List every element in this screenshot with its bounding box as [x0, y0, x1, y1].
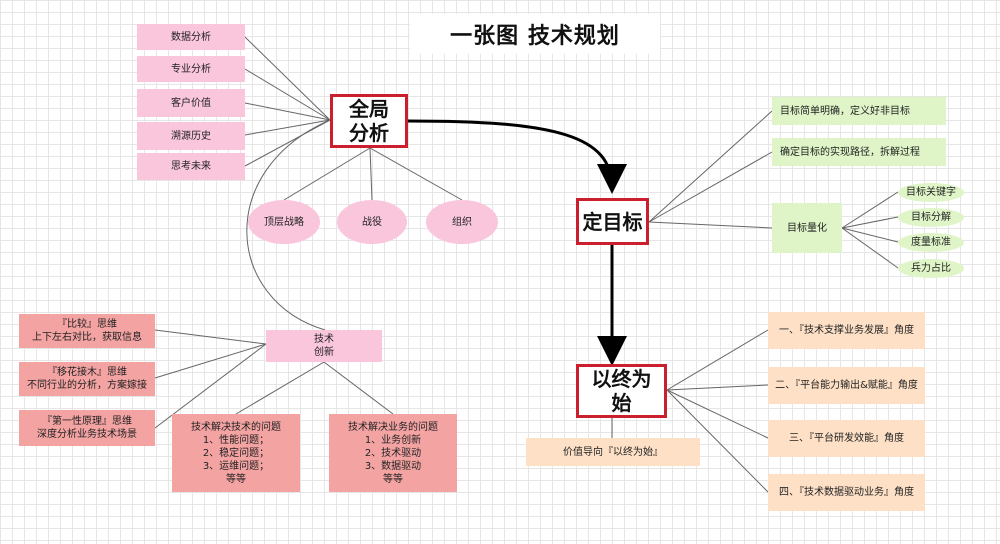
- branch-think-future[interactable]: 思考未来: [137, 153, 245, 180]
- value-oriented[interactable]: 价值导向『以终为始』: [526, 438, 700, 466]
- quantify-decompose[interactable]: 目标分解: [898, 208, 964, 227]
- oval-organization[interactable]: 组织: [426, 200, 498, 244]
- quantify-keywords[interactable]: 目标关键字: [898, 183, 964, 202]
- page-title: 一张图 技术规划: [410, 14, 660, 54]
- goal-quantify[interactable]: 目标量化: [772, 203, 842, 253]
- angle-data-driven[interactable]: 四、『技术数据驱动业务』角度: [768, 474, 925, 511]
- goal-simple-clear[interactable]: 目标简单明确，定义好非目标: [772, 97, 946, 125]
- angle-platform-empower[interactable]: 二、『平台能力输出&赋能』角度: [768, 367, 925, 404]
- thinking-comparison[interactable]: 『比较』思维 上下左右对比，获取信息: [19, 314, 155, 348]
- hub-end-in-mind[interactable]: 以终为 始: [576, 364, 667, 418]
- branch-professional-analysis[interactable]: 专业分析: [137, 56, 245, 82]
- oval-campaign[interactable]: 战役: [337, 200, 407, 244]
- quantify-metrics[interactable]: 度量标准: [898, 233, 964, 252]
- branch-trace-history[interactable]: 溯源历史: [137, 122, 245, 150]
- branch-data-analysis[interactable]: 数据分析: [137, 24, 245, 50]
- node-tech-innovation[interactable]: 技术 创新: [266, 330, 382, 362]
- solve-tech-problems[interactable]: 技术解决技术的问题 1、性能问题； 2、稳定问题； 3、运维问题； 等等: [172, 414, 300, 492]
- solve-business-problems[interactable]: 技术解决业务的问题 1、业务创新 2、技术驱动 3、数据驱动 等等: [329, 414, 457, 492]
- quantify-force-ratio[interactable]: 兵力占比: [898, 259, 964, 278]
- oval-top-strategy[interactable]: 顶层战略: [248, 200, 320, 244]
- thinking-graft[interactable]: 『移花接木』思维 不同行业的分析，方案嫁接: [19, 362, 155, 396]
- hub-global-analysis[interactable]: 全局 分析: [330, 94, 408, 148]
- thinking-first-principle[interactable]: 『第一性原理』思维 深度分析业务技术场景: [19, 410, 155, 446]
- branch-customer-value[interactable]: 客户价值: [137, 89, 245, 117]
- goal-path-breakdown[interactable]: 确定目标的实现路径，拆解过程: [772, 138, 946, 166]
- angle-rd-efficiency[interactable]: 三、『平台研发效能』角度: [768, 420, 925, 457]
- hub-set-goal[interactable]: 定目标: [576, 198, 649, 245]
- angle-support-business[interactable]: 一、『技术支撑业务发展』角度: [768, 312, 925, 349]
